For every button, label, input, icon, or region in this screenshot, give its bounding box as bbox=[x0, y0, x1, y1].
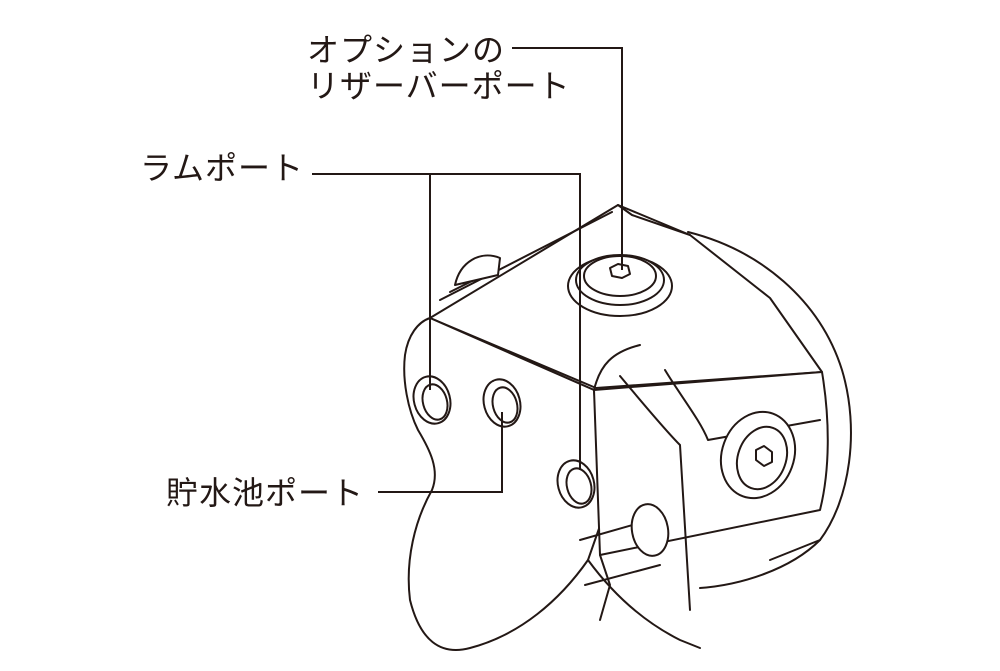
riser-port-label-line1: オプションの bbox=[307, 31, 506, 69]
reservoir-port-label: 貯水池ポート bbox=[166, 474, 365, 512]
leader-lines bbox=[312, 47, 623, 493]
back-knob bbox=[454, 254, 501, 286]
riser-port-screw bbox=[567, 254, 673, 317]
side-screw bbox=[719, 410, 797, 500]
riser-port-label-line2: リザーバーポート bbox=[307, 67, 571, 105]
ram-port-leader bbox=[312, 173, 581, 470]
lower-pin bbox=[630, 503, 670, 557]
riser-port-leader bbox=[512, 47, 623, 270]
port-holes bbox=[412, 375, 596, 509]
ram-port-label: ラムポート bbox=[140, 149, 305, 187]
reservoir-port-leader bbox=[378, 412, 503, 493]
